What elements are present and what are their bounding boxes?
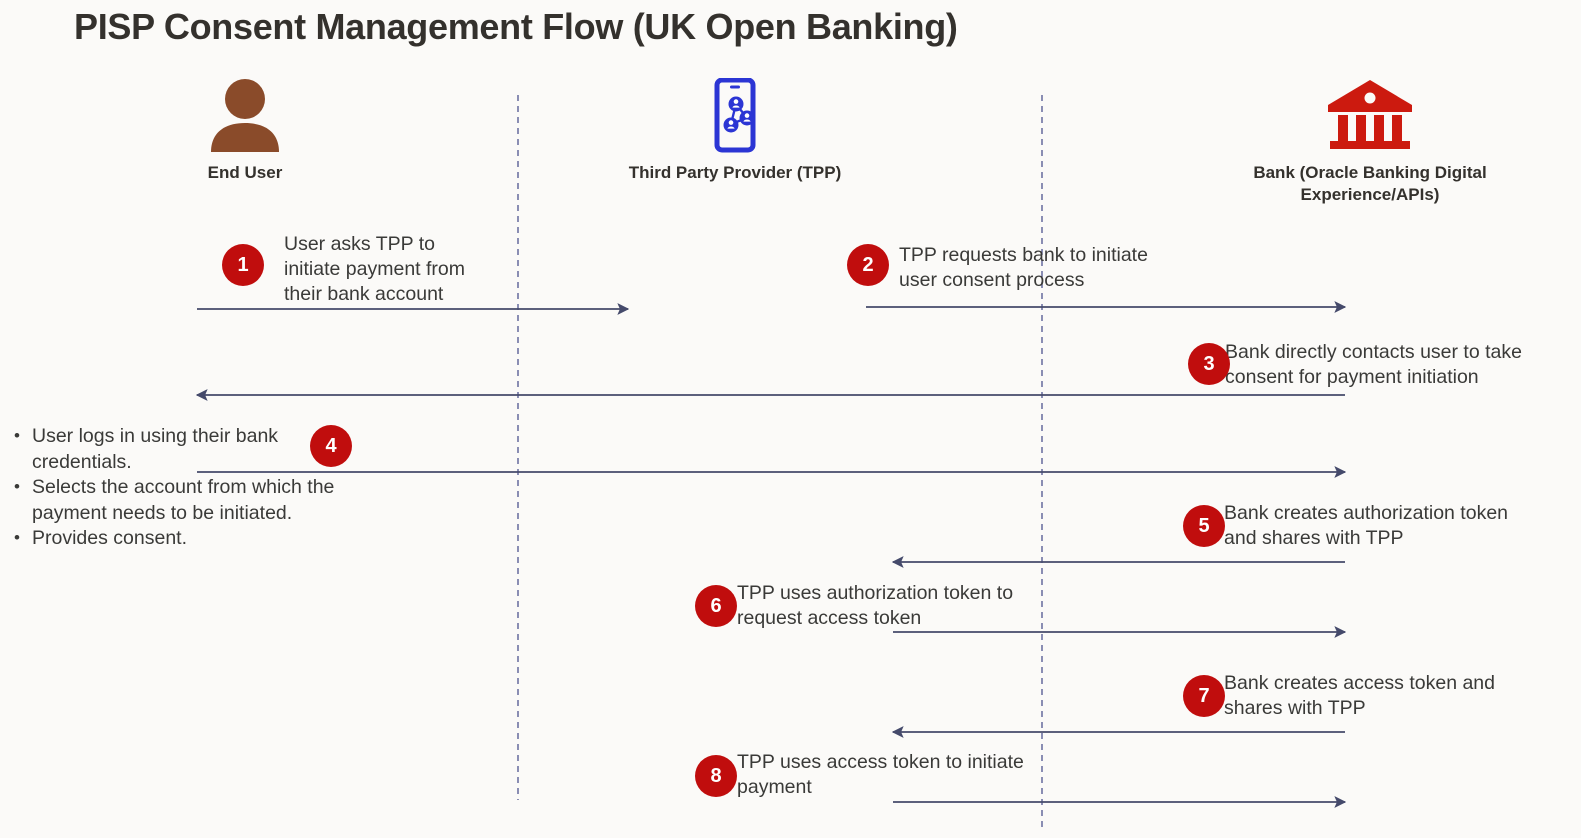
step-4-bullet-list: User logs in using their bank credential… [8,423,348,552]
step-text-3: Bank directly contacts user to take cons… [1225,341,1522,388]
actor-label-end-user: End User [207,163,283,182]
step-text-5: Bank creates authorization token and sha… [1224,502,1509,549]
actor-bank: Bank (Oracle Banking Digital Experience/… [1205,78,1535,206]
step-text-1: User asks TPP to initiate payment from t… [284,233,465,305]
step-badge-1: 1 [222,244,264,286]
actor-label-third-party-provider: Third Party Provider (TPP) [628,163,842,182]
list-item: Selects the account from which the payme… [8,474,348,526]
step-badge-2: 2 [847,244,889,286]
step-badge-4: 4 [310,425,352,467]
mobile-network-icon [714,78,756,153]
step-badge-8: 8 [695,755,737,797]
step-text-8: TPP uses access token to initiate paymen… [737,751,1024,798]
page-title: PISP Consent Management Flow (UK Open Ba… [74,6,958,47]
bank-building-icon [1328,80,1412,149]
person-icon [211,79,279,152]
list-item: User logs in using their bank credential… [8,423,348,475]
step-badge-5: 5 [1183,505,1225,547]
step-badge-7: 7 [1183,675,1225,717]
step-badge-3: 3 [1188,343,1230,385]
list-item: Provides consent. [8,525,348,552]
actor-third-party-provider: Third Party Provider (TPP) [628,78,842,184]
step-text-6: TPP uses authorization token to request … [737,582,1014,629]
step-text-7: Bank creates access token and shares wit… [1224,672,1495,719]
step-badge-6: 6 [695,585,737,627]
actor-label-bank: Bank (Oracle Banking Digital Experience/… [1253,163,1487,205]
step-text-2: TPP requests bank to initiate user conse… [899,244,1148,291]
actor-end-user: End User [140,78,350,184]
